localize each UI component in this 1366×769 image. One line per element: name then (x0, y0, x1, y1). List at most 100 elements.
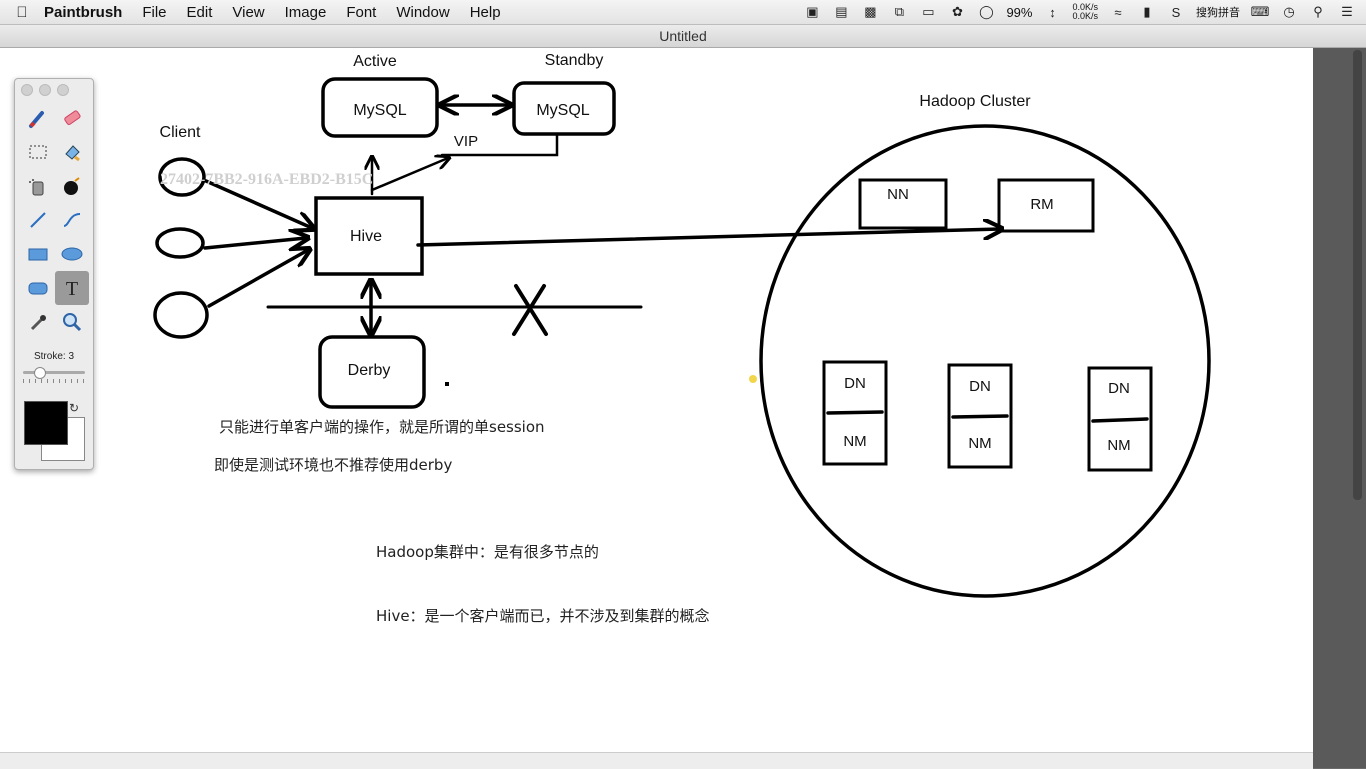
mysql-standby-box (512, 81, 616, 136)
eraser-icon[interactable] (55, 101, 89, 135)
client-1-arrow (204, 179, 312, 228)
node-3-divider (1091, 417, 1149, 423)
menu-file[interactable]: File (142, 3, 167, 21)
client-3-arrow (207, 250, 308, 308)
note-hive-client: Hive：是一个客户端而已，并不涉及到集群的概念 (376, 607, 710, 625)
ime-label[interactable]: 搜狗拼音 (1196, 6, 1240, 19)
menu-image[interactable]: Image (284, 3, 327, 21)
rounded-rect-icon[interactable] (21, 271, 55, 305)
window-titlebar: Untitled (0, 25, 1366, 48)
derby-label: Derby (348, 362, 391, 379)
stray-dot (445, 382, 449, 386)
tool-palette: T Stroke: 3 ↻ (14, 78, 94, 470)
label-active: Active (353, 53, 397, 70)
client-1 (158, 157, 206, 197)
keyboard-icon[interactable]: ⌨ (1250, 4, 1270, 19)
net-up: 0.0K/s (1072, 2, 1098, 12)
client-2-arrow (203, 238, 306, 248)
apple-icon[interactable]:  (0, 4, 44, 21)
palette-close-button[interactable] (21, 84, 33, 96)
line-icon[interactable] (21, 203, 55, 237)
wifi-icon[interactable]: ≈ (1114, 4, 1122, 20)
app-name-menu[interactable]: Paintbrush (44, 3, 123, 21)
zoom-icon[interactable] (55, 305, 89, 339)
eyedropper-icon[interactable] (21, 305, 55, 339)
palette-zoom-button[interactable] (57, 84, 69, 96)
menu-font[interactable]: Font (346, 3, 377, 21)
calendar-icon[interactable]: ▤ (835, 4, 848, 19)
screen-icon[interactable]: ▩ (864, 4, 877, 19)
node-2-divider (951, 414, 1009, 419)
cross-mark-2 (512, 284, 546, 336)
node-1-box (822, 360, 888, 466)
ellipse-icon[interactable] (55, 237, 89, 271)
clock-icon[interactable]: ◷ (1283, 4, 1295, 19)
node-3-nm: NM (1107, 437, 1130, 454)
note-single-session: 只能进行单客户端的操作，就是所谓的单session (219, 418, 545, 436)
list-icon[interactable]: ☰ (1341, 4, 1353, 19)
label-hadoop-cluster: Hadoop Cluster (919, 93, 1031, 110)
spray-icon[interactable] (21, 169, 55, 203)
foreground-color-swatch[interactable] (24, 401, 68, 445)
hive-to-cluster-arrow (416, 229, 1000, 247)
up-down-arrow-icon: ↕ (1049, 4, 1056, 20)
window-title: Untitled (659, 28, 707, 44)
node-2-dn: DN (969, 378, 991, 395)
menu-bar:  Paintbrush File Edit View Image Font W… (0, 0, 1366, 25)
palette-minimize-button[interactable] (39, 84, 51, 96)
drawing-canvas[interactable] (0, 48, 1313, 752)
hive-box (314, 196, 424, 276)
network-speed: 0.0K/s 0.0K/s (1072, 3, 1098, 21)
fill-icon[interactable] (55, 135, 89, 169)
nn-label: NN (887, 186, 909, 203)
label-standby: Standby (545, 52, 604, 69)
rm-box (997, 178, 1095, 233)
camera-icon[interactable]: ▣ (806, 4, 819, 19)
stroke-slider-knob[interactable] (34, 367, 46, 379)
cursor-dot (749, 375, 757, 383)
tool-grid: T (21, 101, 89, 339)
brush-icon[interactable] (21, 101, 55, 135)
hive-to-vip-arrow (370, 158, 448, 192)
swap-colors-icon[interactable]: ↻ (69, 401, 80, 415)
text-icon[interactable]: T (55, 271, 89, 305)
battery-icon[interactable]: ▮ (1143, 4, 1151, 19)
node-2-nm: NM (968, 435, 991, 452)
battery-percent: 99% (1006, 4, 1033, 20)
menu-view[interactable]: View (232, 3, 265, 21)
palette-window-buttons (15, 79, 93, 101)
status-area: ▣ ▤ ▩ ⧉ ▭ ✿ ◯ 99% ↕ 0.0K/s 0.0K/s ≈ ▮ S … (803, 0, 1356, 24)
note-hadoop-nodes: Hadoop集群中：是有很多节点的 (376, 543, 599, 561)
selection-icon[interactable] (21, 135, 55, 169)
watermark: 27402-7BB2-916A-EBD2-B15C (160, 171, 373, 188)
node-3-dn: DN (1108, 380, 1130, 397)
hive-label: Hive (350, 228, 382, 245)
mysql-active-box (321, 77, 439, 138)
menu-window[interactable]: Window (396, 3, 450, 21)
stroke-slider-ticks (23, 379, 85, 383)
evernote-icon[interactable]: ✿ (952, 4, 963, 19)
copy-icon[interactable]: ⧉ (894, 4, 905, 19)
menu-edit[interactable]: Edit (186, 3, 213, 21)
mysql-active-label: MySQL (353, 102, 406, 119)
rm-label: RM (1030, 196, 1053, 213)
sogou-icon[interactable]: S (1171, 4, 1181, 20)
vip-line (440, 134, 559, 157)
vertical-scrollbar[interactable] (1353, 50, 1362, 500)
menu-help[interactable]: Help (469, 3, 501, 21)
node-2-box (947, 363, 1013, 469)
stroke-slider-track[interactable] (23, 371, 85, 374)
bomb-icon[interactable] (55, 169, 89, 203)
stroke-label: Stroke: 3 (33, 351, 75, 362)
horizontal-scrollbar[interactable] (0, 752, 1313, 769)
node-1-divider (826, 410, 884, 415)
rectangle-icon[interactable] (21, 237, 55, 271)
search-icon[interactable]: ⚲ (1313, 4, 1323, 19)
display-icon[interactable]: ▭ (922, 4, 935, 19)
node-1-dn: DN (844, 375, 866, 392)
circle-icon[interactable]: ◯ (979, 4, 994, 19)
client-3 (153, 291, 209, 339)
nn-box (858, 178, 948, 230)
curve-icon[interactable] (55, 203, 89, 237)
